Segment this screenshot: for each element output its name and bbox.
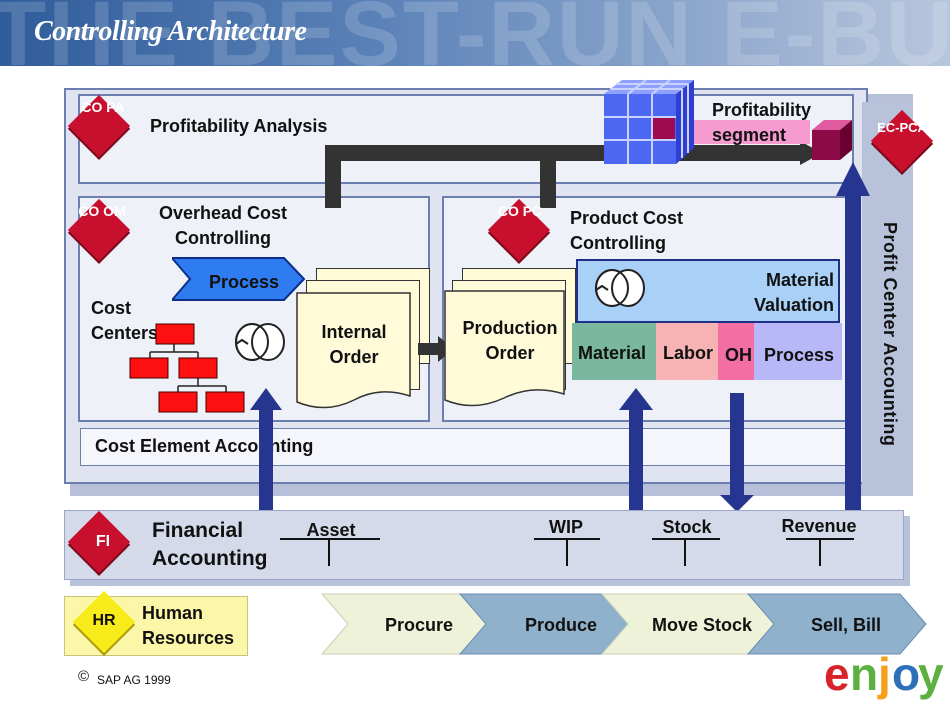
- header-background-text: THE BEST-RUN E-BUS: [0, 0, 950, 66]
- internal-order-doc: [296, 292, 411, 409]
- com-title: Overhead Cost Controlling: [158, 203, 288, 248]
- cost-center-hierarchy: [129, 323, 245, 413]
- fi-title: Financial Accounting: [152, 519, 268, 570]
- process-step-produce: Produce: [524, 615, 598, 635]
- page-title: Controlling Architecture: [34, 16, 307, 47]
- com-badge: CO OM: [78, 203, 126, 219]
- copyright-symbol: ©: [78, 668, 90, 685]
- copa-title: Profitability Analysis: [150, 116, 328, 136]
- segment-cube-icon: [812, 120, 852, 160]
- cube-icon: [604, 79, 694, 164]
- process-step-procure: Procure: [384, 615, 454, 635]
- material-valuation-label: Material Valuation: [753, 270, 834, 315]
- cost-element-accounting-label: Cost Element Accounting: [95, 436, 314, 456]
- profit-center-accounting-label: Profit Center Accounting: [880, 222, 900, 447]
- fi-badge: FI: [95, 533, 111, 550]
- process-step-move-stock: Move Stock: [651, 615, 753, 635]
- cost-component-labor: [656, 323, 718, 380]
- copa-badge: CO PA: [81, 99, 125, 115]
- segment-band: [680, 120, 810, 144]
- valuation-cycle-icon: [595, 269, 645, 307]
- cost-component-process: [754, 323, 842, 380]
- profitability-segment-label: Profitability segment: [712, 100, 812, 145]
- svg-text:n: n: [850, 648, 878, 700]
- process-step-sell-bill: Sell, Bill: [810, 615, 882, 635]
- header-bar: THE BEST-RUN E-BUS Controlling Architect…: [0, 0, 950, 66]
- cost-component-oh: [718, 323, 754, 380]
- ecpca-badge: EC-PCA: [877, 120, 927, 135]
- cycle-icon: [235, 323, 285, 361]
- hr-title: Human Resources: [142, 603, 235, 648]
- fi-panel: [64, 510, 904, 580]
- account-asset-label: Asset: [306, 520, 356, 540]
- copc-badge: CO PC: [497, 203, 543, 219]
- cost-component-oh-label: OH: [725, 345, 752, 365]
- svg-text:y: y: [918, 648, 944, 700]
- cost-element-bar: [80, 428, 856, 466]
- svg-text:o: o: [892, 648, 920, 700]
- cost-component-material: [572, 323, 656, 380]
- production-order-doc: [444, 290, 565, 407]
- cost-component-labor-label: Labor: [663, 343, 714, 363]
- svg-text:e: e: [824, 648, 850, 700]
- hr-badge: HR: [92, 612, 116, 629]
- process-flow: [320, 593, 927, 655]
- cost-centers-label: Cost Centers: [91, 298, 159, 343]
- account-revenue-label: Revenue: [781, 516, 857, 536]
- process-label: Process: [209, 272, 280, 292]
- svg-text:j: j: [877, 648, 891, 700]
- cost-component-process-label: Process: [764, 345, 835, 365]
- process-chevron: [172, 257, 306, 301]
- account-stock-label: Stock: [662, 517, 712, 537]
- internal-order-label: Internal Order: [321, 322, 387, 367]
- copc-title: Product Cost Controlling: [570, 208, 684, 253]
- copyright-text: SAP AG 1999: [97, 673, 171, 687]
- production-order-label: Production Order: [462, 318, 558, 363]
- cost-component-material-label: Material: [578, 343, 647, 363]
- account-wip-label: WIP: [549, 517, 583, 537]
- enjoy-logo: e n j o y: [824, 648, 944, 700]
